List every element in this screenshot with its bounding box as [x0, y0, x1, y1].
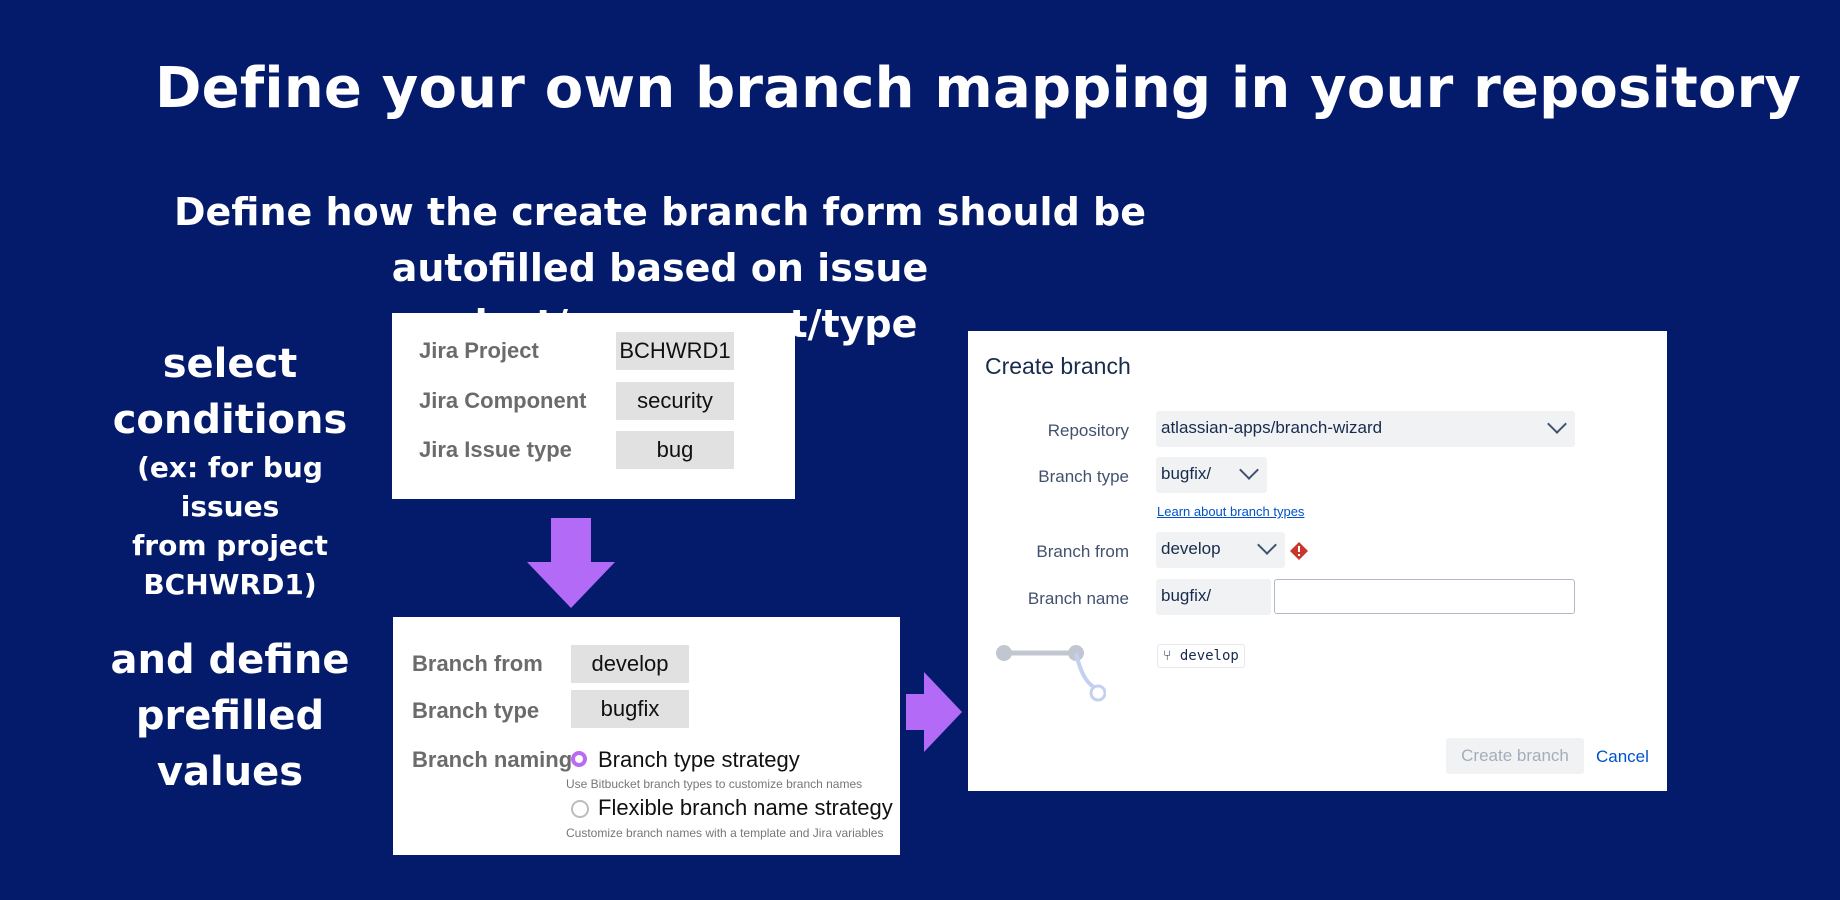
warning-icon	[1290, 542, 1308, 560]
subtitle-line-1: Define how the create branch form should…	[173, 190, 1146, 234]
branch-name-label: Branch name	[1027, 589, 1129, 608]
cancel-button[interactable]: Cancel	[1596, 747, 1649, 766]
define-values-caption: and define prefilled values	[110, 637, 350, 795]
branch-type-select[interactable]: bugfix/	[1156, 457, 1267, 493]
jira-issue-type-value[interactable]: bug	[616, 431, 734, 469]
source-branch-tag: ⑂ develop	[1157, 644, 1245, 668]
branch-graph-illustration	[996, 645, 1106, 702]
select-conditions-caption: select conditions (ex: for bug issues fr…	[112, 341, 348, 601]
flexible-strategy-radio[interactable]	[571, 800, 589, 818]
branch-type-strategy-label: Branch type strategy	[598, 747, 800, 772]
flexible-strategy-hint: Customize branch names with a template a…	[566, 826, 884, 840]
branch-type-label: Branch type	[412, 698, 540, 723]
branch-from-value[interactable]: develop	[571, 645, 689, 683]
repository-select[interactable]: atlassian-apps/branch-wizard	[1156, 411, 1575, 447]
right-arrow-icon	[906, 672, 962, 752]
create-branch-dialog: Create branch Repository atlassian-apps/…	[968, 331, 1667, 791]
branch-type-value: bugfix/	[1161, 464, 1212, 483]
jira-project-value[interactable]: BCHWRD1	[616, 332, 734, 370]
branch-from-label: Branch from	[412, 651, 543, 676]
prefill-panel: Branch from develop Branch type bugfix B…	[393, 617, 900, 855]
branch-type-strategy-radio[interactable]	[571, 751, 587, 767]
flexible-strategy-label: Flexible branch name strategy	[598, 795, 893, 820]
branch-type-label: Branch type	[1038, 467, 1129, 486]
branch-type-value[interactable]: bugfix	[571, 690, 689, 728]
jira-component-label: Jira Component	[419, 388, 587, 413]
branch-naming-label: Branch naming	[412, 747, 573, 772]
chevron-down-icon	[1257, 535, 1277, 555]
chevron-down-icon	[1239, 460, 1259, 480]
branch-from-value: develop	[1161, 539, 1221, 558]
branch-from-select[interactable]: develop	[1156, 532, 1285, 568]
conditions-panel: Jira Project BCHWRD1 Jira Component secu…	[392, 313, 795, 499]
branch-type-strategy-hint: Use Bitbucket branch types to customize …	[566, 777, 863, 791]
chevron-down-icon	[1547, 414, 1567, 434]
branch-from-label: Branch from	[1036, 542, 1129, 561]
branch-name-input[interactable]	[1274, 579, 1575, 614]
dialog-title: Create branch	[985, 353, 1131, 379]
repository-value: atlassian-apps/branch-wizard	[1161, 418, 1383, 437]
learn-branch-types-link[interactable]: Learn about branch types	[1157, 504, 1305, 519]
down-arrow-icon	[527, 518, 615, 608]
branch-icon: ⑂	[1163, 648, 1180, 664]
page-title: Define your own branch mapping in your r…	[155, 56, 1802, 121]
jira-project-label: Jira Project	[419, 338, 539, 363]
jira-component-value[interactable]: security	[616, 382, 734, 420]
create-branch-button[interactable]: Create branch	[1446, 738, 1584, 774]
jira-issue-type-label: Jira Issue type	[419, 437, 572, 462]
branch-name-prefix: bugfix/	[1156, 579, 1271, 615]
repository-label: Repository	[1047, 421, 1129, 440]
subtitle: Define how the create branch form should…	[130, 184, 1190, 352]
